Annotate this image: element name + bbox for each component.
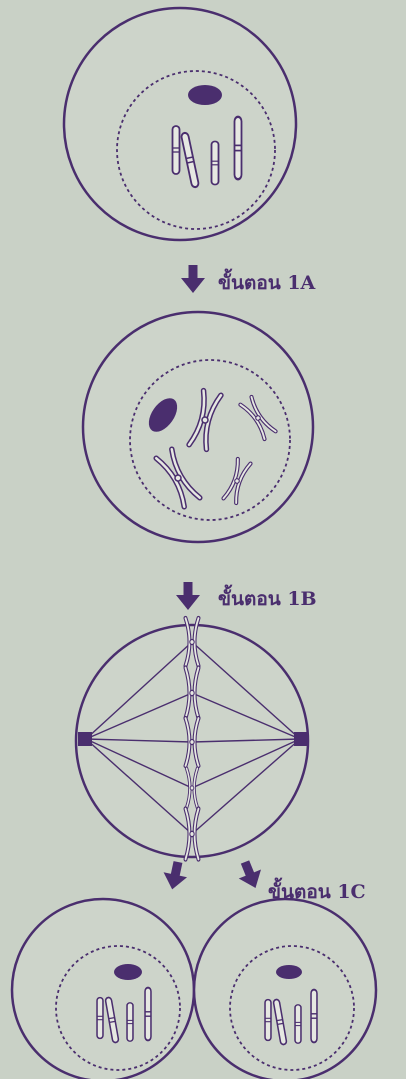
arrow-down-left-icon (160, 860, 189, 892)
arrow-down-icon (181, 265, 205, 293)
arrow-down-right-icon (234, 858, 267, 893)
daughter-cell-right (194, 899, 376, 1079)
arrow-down-icon (176, 582, 200, 610)
cell-membrane (194, 899, 376, 1079)
centrosome-right (294, 732, 308, 746)
centrosome-left (78, 732, 92, 746)
cell-membrane (12, 899, 194, 1079)
step-label-1c: ขั้นตอน 1C (268, 877, 366, 907)
daughter-cell-left (12, 899, 194, 1079)
step-label-1a: ขั้นตอน 1A (218, 268, 315, 298)
prophase-cell (83, 312, 313, 542)
parent-cell (64, 8, 296, 240)
nucleolus (114, 964, 142, 980)
cell-membrane (64, 8, 296, 240)
nucleolus (188, 85, 222, 105)
metaphase-cell (76, 618, 308, 859)
nucleolus (276, 965, 302, 979)
step-label-1b: ขั้นตอน 1B (218, 584, 317, 614)
